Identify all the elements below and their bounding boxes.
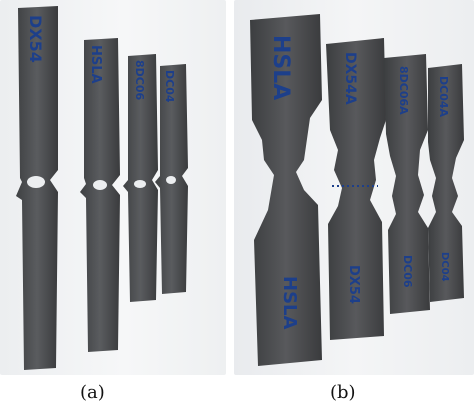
specimen-b-dc06: 8DC06A DC06 [384, 54, 430, 314]
specimen-b-label-dc04-top: DC04A [437, 76, 450, 118]
caption-a: (a) [80, 382, 105, 403]
specimens-b-drawing: HSLA HSLA DX54A DX54 8DC06A DC06 DC04A D… [250, 14, 464, 366]
specimen-b-label-hsla-top: HSLA [268, 35, 293, 100]
specimens-a-drawing: DX54 HSLA 8DC06 DC04 [16, 6, 188, 370]
photo-panel-b: HSLA HSLA DX54A DX54 8DC06A DC06 DC04A D… [234, 0, 474, 375]
specimen-b-hsla: HSLA HSLA [250, 14, 322, 366]
specimen-b-label-dc06-top: 8DC06A [397, 66, 410, 115]
specimen-label-8dc06: 8DC06 [133, 60, 146, 101]
caption-b: (b) [330, 382, 356, 403]
specimen-label-hsla: HSLA [88, 45, 103, 84]
specimen-8dc06-strip: 8DC06 [123, 54, 158, 302]
specimen-b-label-dx54-top: DX54A [342, 52, 358, 105]
specimen-b-dc04: DC04A DC04 [428, 64, 464, 302]
specimen-b-label-hsla-bottom: HSLA [279, 276, 300, 329]
specimen-b-label-dc06-bottom: DC06 [401, 255, 414, 288]
photo-panel-a: DX54 HSLA 8DC06 DC04 [0, 0, 226, 375]
specimen-label-dc04: DC04 [163, 70, 176, 103]
specimen-b-label-dc04-bottom: DC04 [439, 252, 450, 282]
specimen-dx54-strip: DX54 [16, 6, 58, 370]
specimen-b-dx54: DX54A DX54 [326, 38, 386, 340]
specimen-dc04-strip: DC04 [155, 64, 188, 294]
specimen-b-label-dx54-bottom: DX54 [346, 265, 361, 304]
specimen-label-dx54: DX54 [26, 15, 45, 63]
specimen-hsla-strip: HSLA [80, 38, 120, 352]
